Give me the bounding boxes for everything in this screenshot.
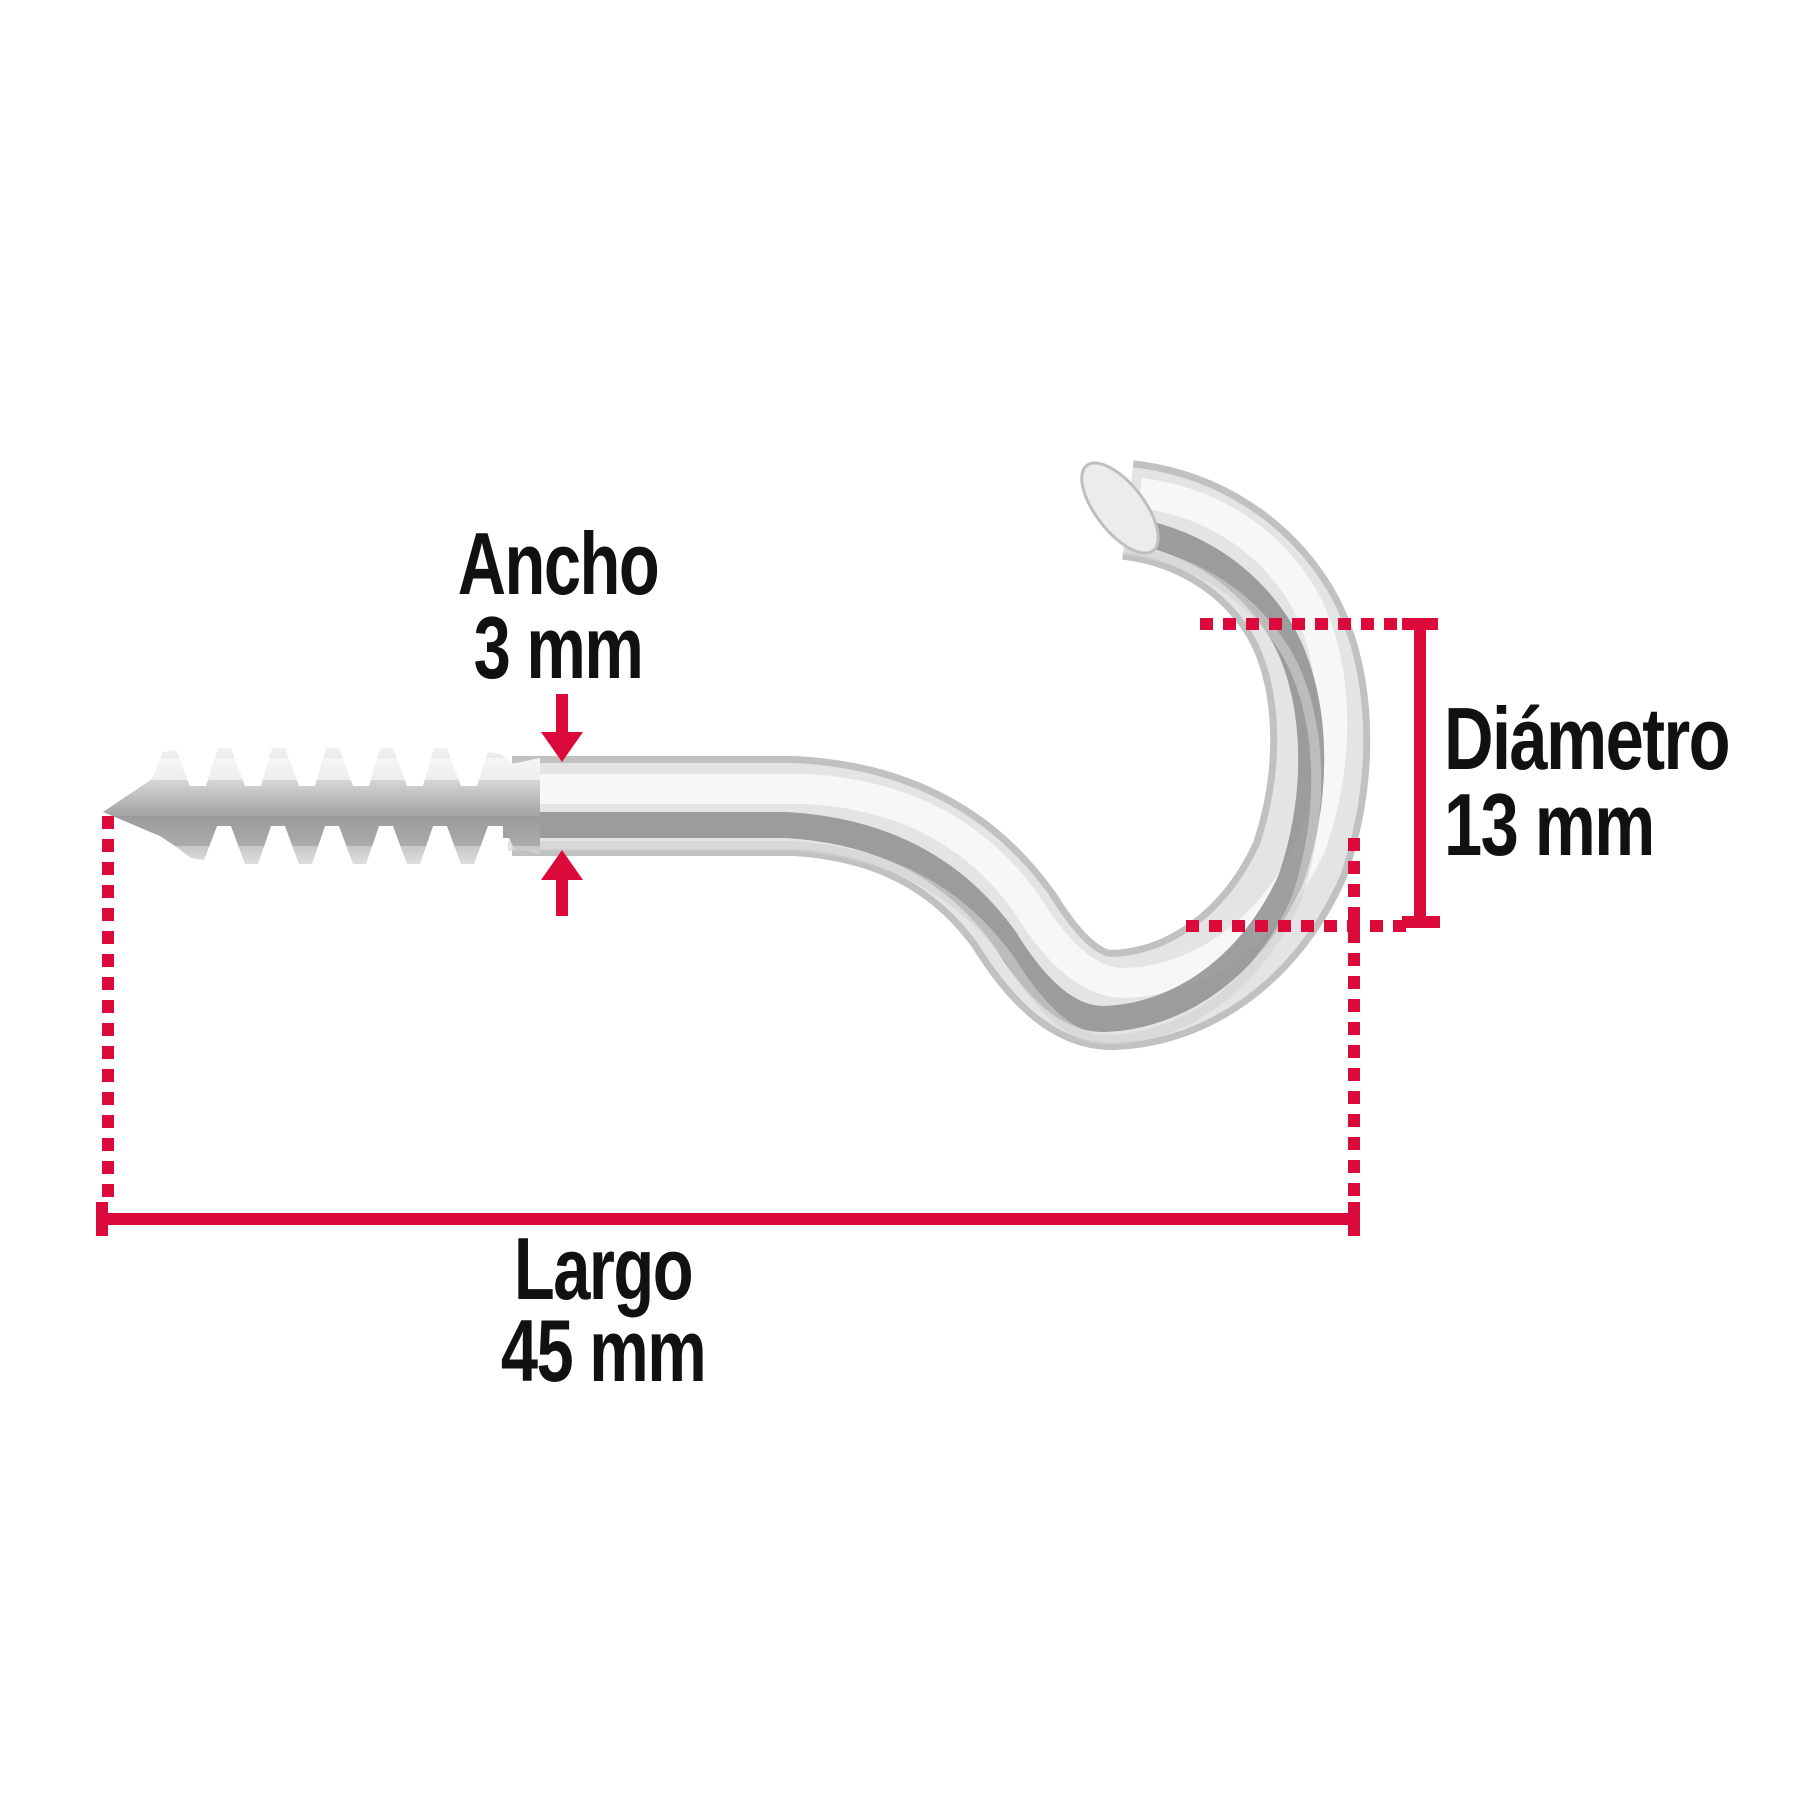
length-label-title: Largo: [513, 1219, 694, 1318]
width-label-value: 3 mm: [473, 598, 644, 697]
arrow-up-icon: [541, 850, 583, 916]
diameter-label-value: 13 mm: [1444, 775, 1655, 874]
diameter-label: Diámetro 13 mm: [1444, 689, 1800, 874]
width-label-title: Ancho: [457, 514, 660, 613]
width-label: Ancho 3 mm: [406, 514, 710, 697]
screw-thread: [103, 748, 540, 864]
hook-tip-cut-face: [1080, 461, 1160, 555]
hook-curve: [503, 451, 1332, 1040]
length-label-value: 45 mm: [500, 1301, 707, 1400]
diameter-dimension-line: [1186, 618, 1440, 932]
width-dimension-arrows: [541, 694, 583, 916]
arrow-down-icon: [541, 694, 583, 762]
diameter-label-title: Diámetro: [1444, 689, 1731, 788]
length-dimension-line: [96, 816, 1360, 1236]
length-label: Largo 45 mm: [451, 1219, 755, 1400]
